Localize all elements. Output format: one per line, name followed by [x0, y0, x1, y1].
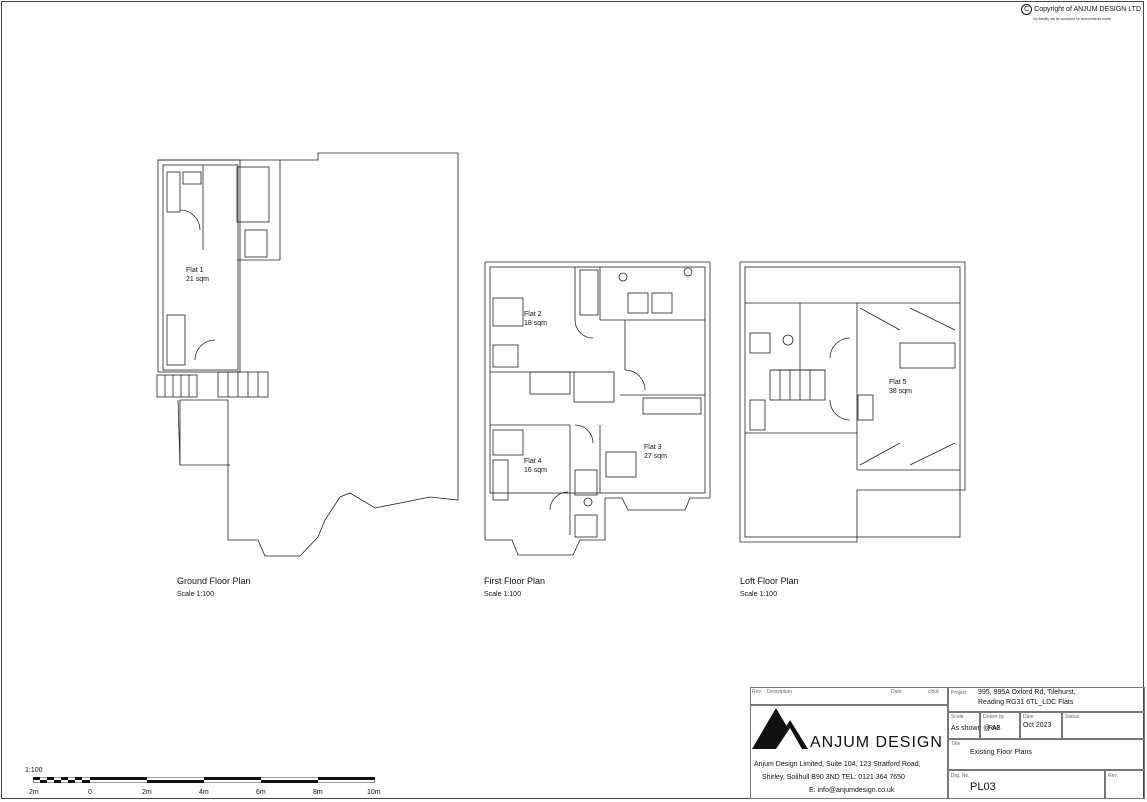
status-label: Status [1065, 714, 1080, 720]
room-name: Flat 2 [524, 311, 542, 318]
scalebar-tick: 8m [313, 789, 323, 796]
company-email: E: info@anjumdesign.co.uk [809, 787, 895, 794]
title-value: Existing Floor Plans [970, 749, 1032, 756]
project-cell [948, 687, 1145, 712]
copyright-subtext: No liability will be accepted for amendm… [1033, 17, 1111, 21]
rev-label: Rev. [752, 689, 762, 695]
project-line-1: 995, 995A Oxford Rd, Tilehurst, [978, 689, 1076, 696]
plan-title-ground: Ground Floor Plan [177, 576, 251, 586]
room-name: Flat 1 [186, 267, 204, 274]
revision-header [750, 687, 948, 705]
plan-title-first: First Floor Plan [484, 576, 546, 586]
room-area: 38 sqm [889, 388, 912, 395]
company-name: ANJUM DESIGN [810, 734, 943, 751]
scalebar-tick: 2m [29, 789, 39, 796]
description-label: Description [767, 689, 793, 695]
anjum-logo-icon [752, 708, 808, 749]
scalebar-tick: 10m [367, 789, 381, 796]
room-area: 18 sqm [524, 320, 547, 327]
plan-scale-loft: Scale 1:100 [740, 591, 777, 598]
company-address-2: Shirley, Solihull B90 3ND TEL: 0121 364 … [762, 774, 905, 781]
loft-floor-plan-drawing [739, 261, 966, 543]
scalebar-tick: 6m [256, 789, 266, 796]
room-label-flat-3: Flat 3 27 sqm [644, 443, 667, 461]
project-label: Project [951, 690, 967, 696]
company-cell [750, 705, 948, 799]
drawing-number-label: Drg. No. [951, 773, 970, 779]
title-label: Title [951, 741, 961, 747]
company-address-1: Anjum Design Limited, Suite 104, 123 Str… [754, 761, 921, 768]
copyright-text: Copyright of ANJUM DESIGN LTD [1034, 6, 1141, 13]
scalebar [33, 777, 375, 783]
first-floor-plan-drawing [484, 261, 711, 556]
status-cell [1062, 712, 1145, 739]
rev2-cell [1105, 770, 1145, 799]
room-label-flat-1: Flat 1 21 sqm [186, 266, 209, 284]
room-area: 16 sqm [524, 467, 547, 474]
drawing-number-value: PL03 [970, 781, 996, 793]
room-name: Flat 3 [644, 444, 662, 451]
room-name: Flat 4 [524, 458, 542, 465]
room-area: 21 sqm [186, 276, 209, 283]
scale-label: Scale [951, 714, 964, 720]
room-name: Flat 5 [889, 379, 907, 386]
drawing-number-cell [948, 770, 1105, 799]
room-label-flat-5: Flat 5 38 sqm [889, 378, 912, 396]
title-block: Rev. Description Date chkd ANJUM DESIGN … [750, 687, 1145, 799]
plan-scale-ground: Scale 1:100 [177, 591, 214, 598]
scale-cell [948, 712, 980, 739]
date2-cell [1020, 712, 1062, 739]
drawn-label: Drawn by [983, 714, 1005, 720]
ground-floor-plan-drawing [156, 152, 459, 557]
date2-label: Date [1023, 714, 1034, 720]
title-cell [948, 739, 1145, 770]
room-label-flat-2: Flat 2 18 sqm [524, 310, 547, 328]
room-label-flat-4: Flat 4 16 sqm [524, 457, 547, 475]
room-area: 27 sqm [644, 453, 667, 460]
date-label: Date [891, 689, 902, 695]
rev2-label: Rev. [1108, 773, 1118, 779]
scale-value: As shown @ A3 [951, 725, 1001, 732]
scalebar-ratio: 1:100 [25, 767, 43, 774]
chkd-label: chkd [928, 689, 939, 695]
scalebar-tick: 2m [142, 789, 152, 796]
drawn-cell [980, 712, 1020, 739]
scalebar-tick: 0 [88, 789, 92, 796]
drawn-value: RM [988, 725, 999, 732]
plan-title-loft: Loft Floor Plan [740, 576, 799, 586]
date2-value: Oct 2023 [1023, 722, 1052, 729]
plan-scale-first: Scale 1:100 [484, 591, 521, 598]
project-line-2: Reading RG31 6TL_LDC Flats [978, 699, 1074, 706]
scalebar-tick: 4m [199, 789, 209, 796]
